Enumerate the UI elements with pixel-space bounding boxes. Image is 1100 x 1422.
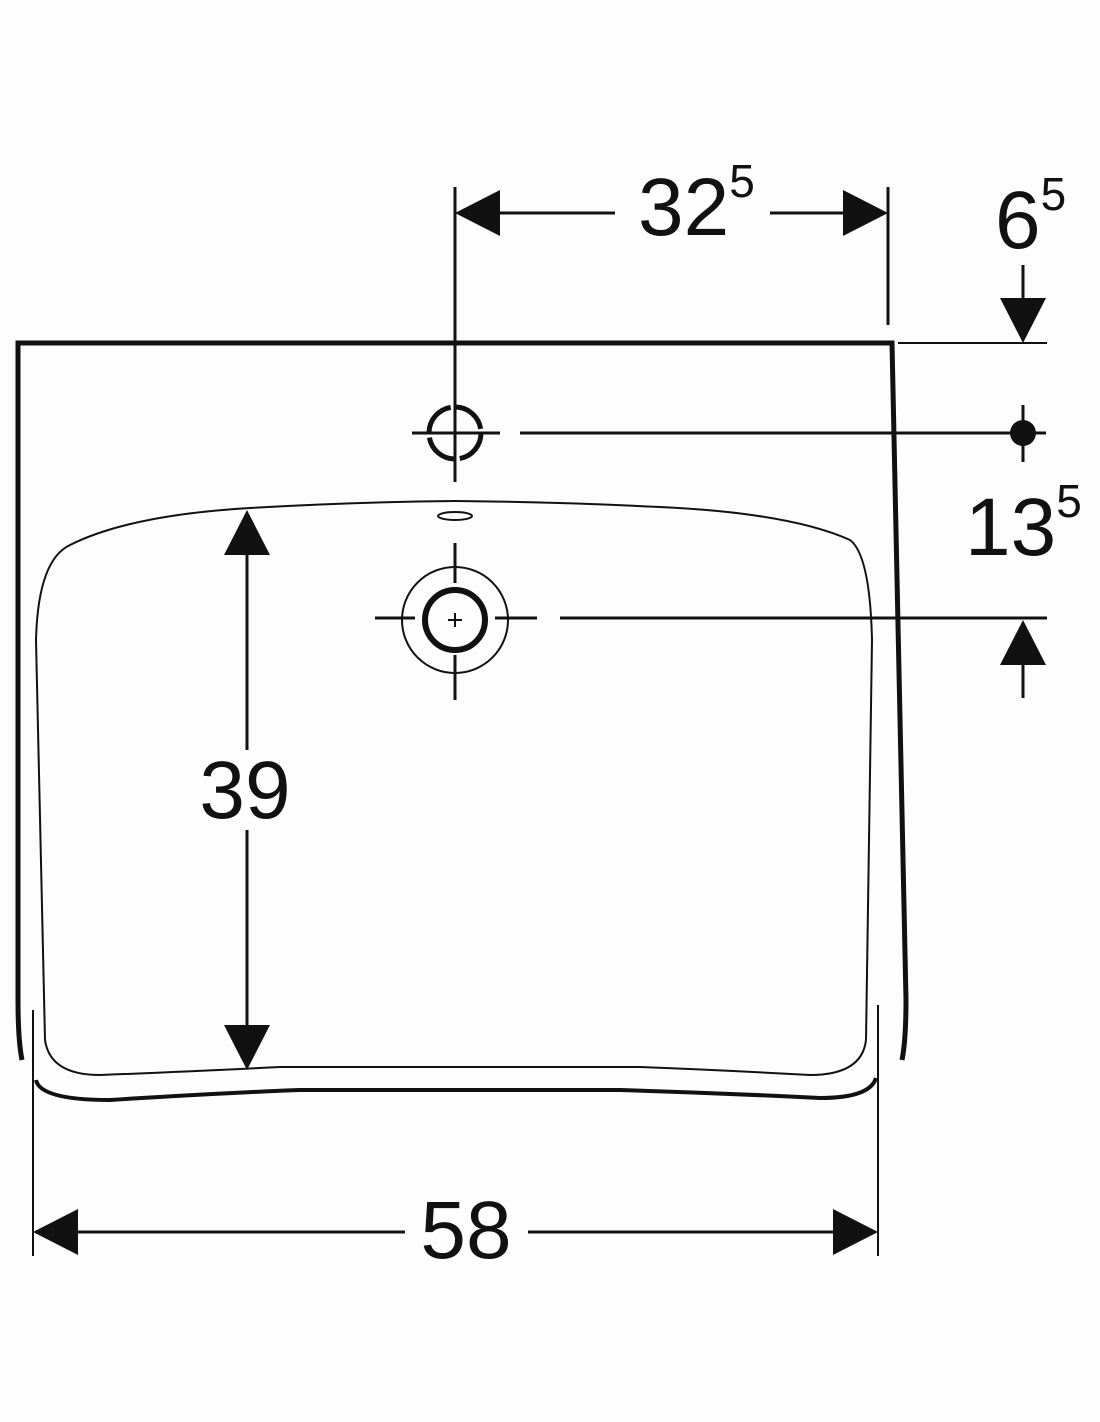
basin-front-edge xyxy=(34,1077,878,1103)
drain-hole xyxy=(375,543,537,700)
arrow-down-icon xyxy=(224,1025,270,1070)
arrow-up-icon xyxy=(224,510,270,555)
dim-label-top-to-tap: 65 xyxy=(995,168,1066,266)
basin-outer-outline xyxy=(15,340,909,1061)
arrow-left-icon xyxy=(33,1209,78,1255)
arrow-up-icon xyxy=(1000,620,1046,665)
dim-label-tap-to-drain: 135 xyxy=(965,475,1082,573)
arrow-right-icon xyxy=(843,190,888,236)
dim-label-overall-width: 58 xyxy=(420,1185,511,1276)
arrow-left-icon xyxy=(455,190,500,236)
basin-bowl-outline xyxy=(34,499,874,1077)
tap-center-dot xyxy=(1010,420,1036,446)
arrow-down-icon xyxy=(1000,298,1046,343)
dim-label-tap-to-edge: 325 xyxy=(638,155,755,253)
overflow-hole xyxy=(437,511,473,521)
arrow-right-icon xyxy=(833,1209,878,1255)
dim-label-bowl-depth: 39 xyxy=(199,745,290,836)
tap-hole xyxy=(412,187,500,482)
